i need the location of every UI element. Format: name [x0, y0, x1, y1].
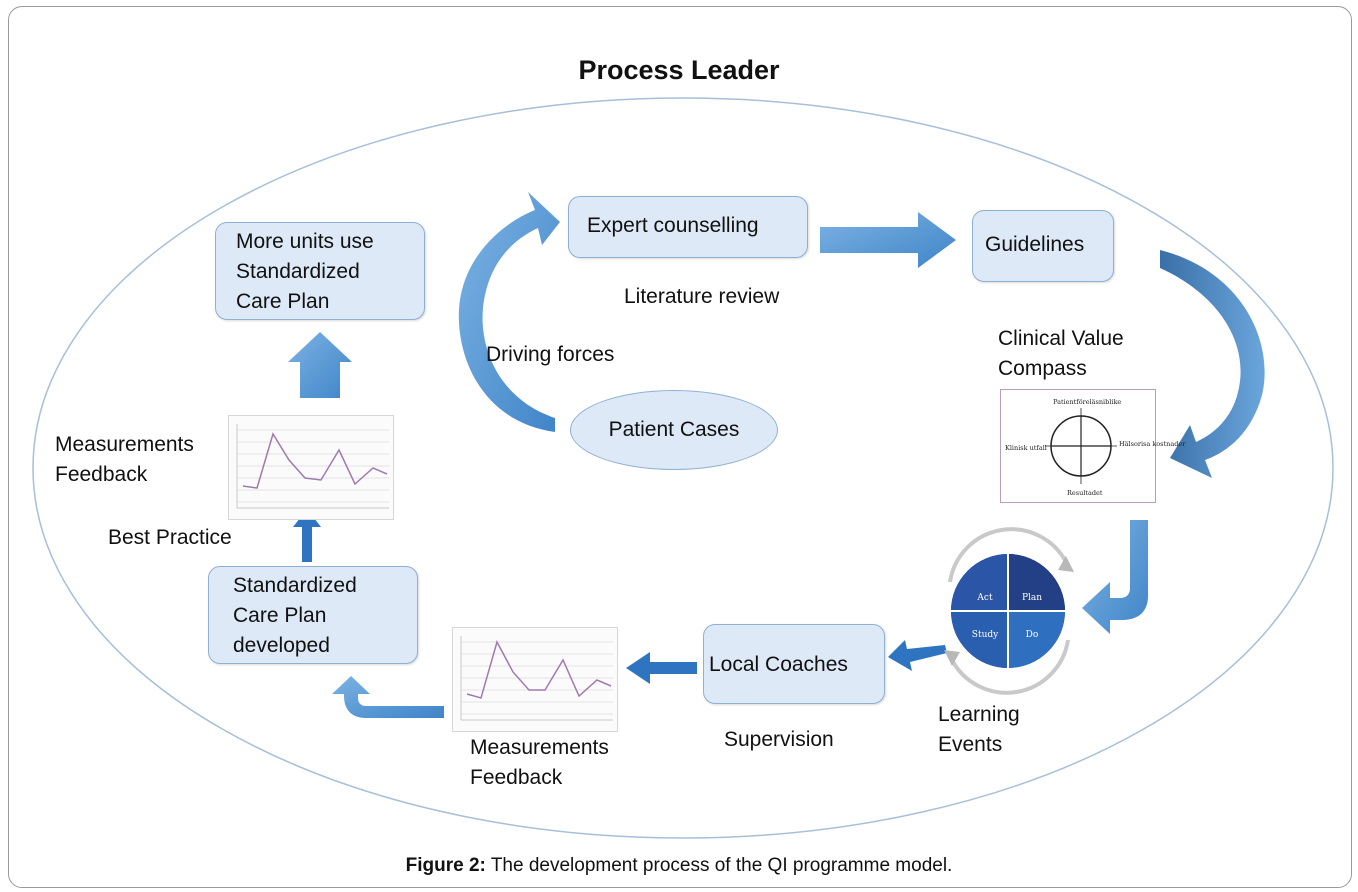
expert-to-guidelines-arrow — [820, 212, 956, 268]
learning-events-label: Learning Events — [938, 703, 1020, 756]
supervision-label: Supervision — [724, 728, 834, 751]
standardized-developed-node: Standardized Care Plan developed — [208, 566, 418, 664]
pdsa-study-quadrant — [951, 611, 1008, 668]
measurements-chart-bottom — [452, 627, 618, 732]
measurements-chart-left — [228, 415, 394, 520]
pdsa-plan-label: Plan — [1022, 593, 1042, 603]
best-practice-label: Best Practice — [108, 526, 232, 549]
measurements-feedback-bottom-label: Measurements Feedback — [470, 736, 609, 789]
patient-cases-node: Patient Cases — [570, 390, 778, 470]
compass-left-label: Klinisk utfall — [1005, 444, 1047, 452]
coaches-to-measurements-arrow — [626, 652, 697, 684]
compass-icon — [1045, 408, 1117, 484]
compass-top-label: Patientföreläsniblike — [1053, 398, 1122, 406]
pdsa-study-label: Study — [972, 630, 999, 640]
pdsa-do-label: Do — [1026, 630, 1039, 640]
clinical-value-compass-image: Patientföreläsniblike Klinisk utfall Häl… — [1000, 389, 1185, 503]
clinical-value-compass-label: Clinical Value Compass — [998, 327, 1124, 380]
line-chart-icon — [236, 424, 389, 509]
line-chart-icon — [460, 636, 613, 721]
pdsa-act-quadrant — [951, 554, 1008, 611]
diagram-title: Process Leader — [578, 55, 780, 85]
figure-caption: Figure 2: The development process of the… — [0, 855, 1358, 877]
process-leader-ellipse — [32, 97, 1334, 839]
measurements-feedback-left-label: Measurements Feedback — [55, 433, 194, 486]
learning-to-coaches-arrow — [888, 640, 947, 671]
guidelines-node: Guidelines — [972, 210, 1114, 282]
expert-counselling-node: Expert counselling — [568, 196, 808, 258]
literature-review-label: Literature review — [624, 285, 780, 308]
compass-to-learning-arrow — [1082, 520, 1148, 634]
compass-right-label: Hälsorisa kostnader — [1119, 440, 1186, 448]
pdsa-cycle: Act Plan Study Do — [944, 527, 1074, 695]
driving-forces-arrow — [458, 192, 560, 432]
developed-to-measurements-arrow — [293, 509, 321, 562]
driving-forces-label: Driving forces — [486, 343, 615, 366]
pdsa-do-quadrant — [1008, 611, 1065, 668]
figure-caption-text: The development process of the QI progra… — [485, 855, 953, 876]
pdsa-act-label: Act — [976, 593, 993, 603]
more-units-node: More units use Standardized Care Plan — [215, 222, 425, 320]
measurements-to-developed-arrow — [332, 676, 444, 718]
guidelines-to-compass-arrow — [1160, 250, 1265, 478]
pdsa-plan-quadrant — [1008, 554, 1065, 611]
figure-frame — [8, 6, 1352, 888]
local-coaches-node: Local Coaches — [703, 624, 885, 704]
measurements-to-more-units-arrow — [288, 332, 352, 398]
compass-bottom-label: Resultadet — [1067, 489, 1103, 497]
figure-caption-prefix: Figure 2: — [405, 855, 486, 876]
